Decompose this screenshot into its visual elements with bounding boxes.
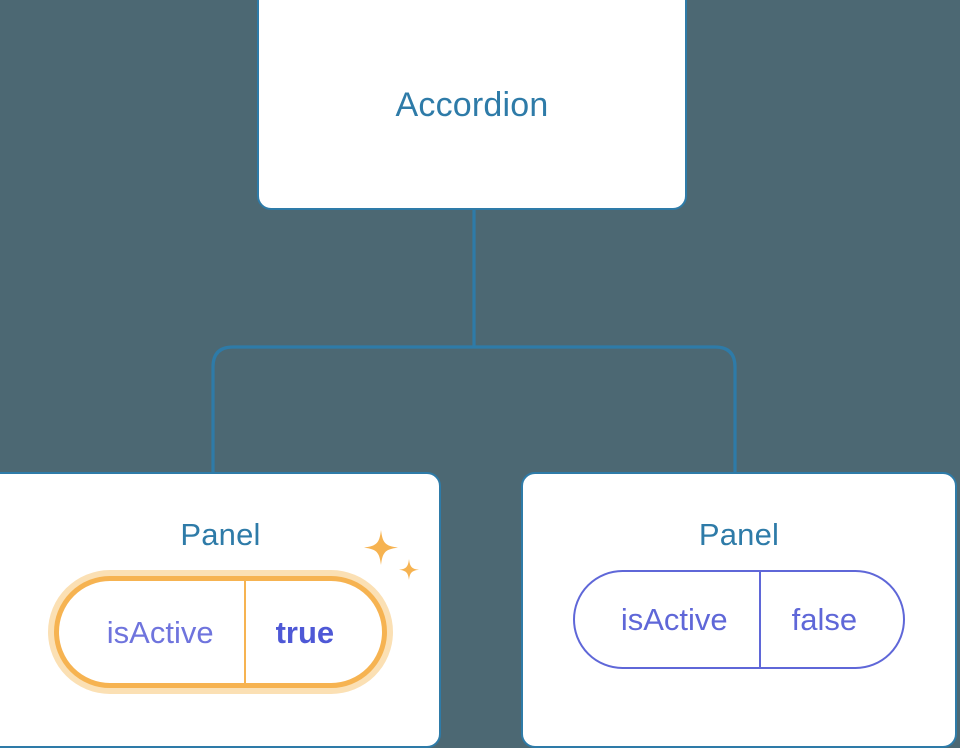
node-accordion-title: Accordion <box>395 86 549 124</box>
prop-value-false: false <box>758 572 903 667</box>
node-panel-inactive[interactable]: Panel isActive false <box>521 472 957 748</box>
sparkle-large-icon <box>364 530 399 565</box>
prop-pill-highlight-glow: isActive true <box>47 570 394 694</box>
prop-key-is-active: isActive <box>620 602 728 637</box>
prop-pill-group-active: isActive true <box>47 530 420 694</box>
node-accordion[interactable]: Accordion <box>257 0 687 210</box>
prop-pill-is-active-true[interactable]: isActive true <box>53 576 388 688</box>
prop-pill-group-inactive: isActive false <box>572 570 906 669</box>
prop-key-is-active: isActive <box>106 614 214 650</box>
node-panel-active-title: Panel <box>180 517 261 552</box>
connector-branch-bus <box>211 345 737 472</box>
prop-pill-is-active-false[interactable]: isActive false <box>572 570 906 669</box>
node-panel-active[interactable]: Panel isActive true <box>0 472 441 748</box>
sparkle-small-icon <box>399 559 420 580</box>
prop-value-true: true <box>243 581 383 683</box>
node-panel-inactive-title: Panel <box>698 517 780 552</box>
